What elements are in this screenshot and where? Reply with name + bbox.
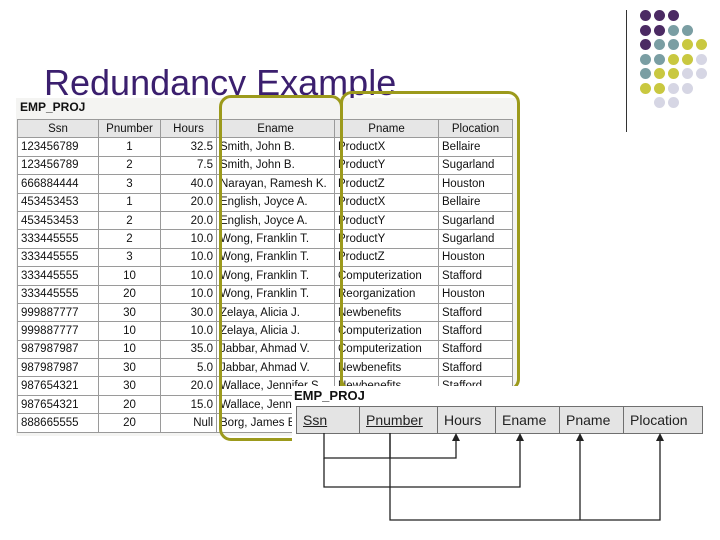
cell-pname: Computerization	[334, 321, 439, 341]
decorative-dot	[640, 82, 651, 94]
col-header-ename: Ename	[216, 118, 335, 139]
decorative-dot	[654, 97, 665, 108]
schema-name: EMP_PROJ	[294, 388, 365, 403]
cell-ssn: 987987987	[17, 339, 99, 360]
decorative-dot	[640, 68, 651, 79]
cell-ename: Wong, Franklin T.	[216, 284, 335, 304]
schema-attr-hours: Hours	[438, 407, 496, 433]
cell-ename: Wong, Franklin T.	[216, 247, 335, 268]
arrowhead-pname	[576, 433, 584, 441]
schema-attr-ssn: Ssn	[297, 407, 360, 433]
cell-plocation: Houston	[438, 284, 513, 304]
schema-attr-ename: Ename	[496, 407, 560, 433]
cell-ssn: 888665555	[17, 413, 99, 433]
cell-plocation: Sugarland	[438, 155, 513, 176]
fd-arrow-plocation	[389, 433, 661, 521]
decorative-dot	[654, 82, 665, 94]
cell-ename: Zelaya, Alicia J.	[216, 321, 335, 341]
arrowhead-ename	[516, 433, 524, 441]
cell-ename: English, Joyce A.	[216, 192, 335, 212]
cell-ename: English, Joyce A.	[216, 210, 335, 231]
cell-pname: ProductX	[334, 137, 439, 157]
decorative-dot	[696, 39, 707, 50]
schema-attribute-row: Ssn Pnumber Hours Ename Pname Plocation	[296, 406, 703, 434]
table-name: EMP_PROJ	[20, 100, 86, 114]
cell-hours: 10.0	[160, 229, 217, 249]
cell-hours: 32.5	[160, 137, 217, 157]
decorative-dot	[696, 53, 707, 65]
cell-hours: Null	[160, 413, 217, 433]
col-header-pname: Pname	[334, 118, 439, 139]
decorative-dot	[668, 24, 679, 36]
cell-ename: Narayan, Ramesh K.	[216, 174, 335, 194]
emp-proj-table: Ssn Pnumber Hours Ename Pname Plocation …	[17, 118, 513, 433]
schema-attr-plocation: Plocation	[630, 412, 688, 428]
decorative-dot	[654, 24, 665, 36]
divider-line	[626, 10, 627, 132]
decorative-dot	[668, 97, 679, 108]
fd-arrow-ename	[323, 438, 521, 488]
arrowhead-hours	[452, 433, 460, 441]
decorative-dot	[654, 39, 665, 50]
col-header-hours: Hours	[160, 118, 217, 139]
cell-hours: 40.0	[160, 174, 217, 194]
cell-ssn: 453453453	[17, 192, 99, 212]
decorative-dot	[682, 82, 693, 94]
cell-plocation: Stafford	[438, 302, 513, 323]
decorative-dot	[668, 53, 679, 65]
decorative-dot	[654, 10, 665, 21]
cell-pnumber: 30	[98, 358, 161, 378]
cell-plocation: Stafford	[438, 358, 513, 378]
cell-plocation: Houston	[438, 247, 513, 268]
decorative-dot	[654, 68, 665, 79]
cell-pname: Newbenefits	[334, 302, 439, 323]
decorative-dot	[668, 82, 679, 94]
schema-attr-pname: Pname	[560, 407, 624, 433]
cell-pname: Reorganization	[334, 284, 439, 304]
cell-ssn: 453453453	[17, 210, 99, 231]
decorative-dot	[682, 53, 693, 65]
cell-ename: Jabbar, Ahmad V.	[216, 358, 335, 378]
col-header-plocation: Plocation	[438, 118, 513, 139]
cell-pname: Computerization	[334, 339, 439, 360]
cell-ssn: 987654321	[17, 394, 99, 415]
decorative-dot	[682, 24, 693, 36]
decorative-dot	[654, 53, 665, 65]
cell-pnumber: 10	[98, 339, 161, 360]
decorative-dot	[668, 39, 679, 50]
cell-plocation: Stafford	[438, 321, 513, 341]
decorative-dot	[696, 68, 707, 79]
decorative-dot	[640, 10, 651, 21]
decorative-dot	[640, 53, 651, 65]
arrowhead-plocation	[656, 433, 664, 441]
schema-attr-pnumber: Pnumber	[360, 407, 438, 433]
cell-plocation: Bellaire	[438, 192, 513, 212]
cell-plocation: Stafford	[438, 339, 513, 360]
decorative-dot	[640, 24, 651, 36]
decorative-dot	[640, 39, 651, 50]
cell-plocation: Sugarland	[438, 210, 513, 231]
decorative-dot	[668, 68, 679, 79]
decorative-dot	[682, 68, 693, 79]
decorative-dot	[682, 39, 693, 50]
cell-pnumber: 10	[98, 321, 161, 341]
decorative-dot	[668, 10, 679, 21]
